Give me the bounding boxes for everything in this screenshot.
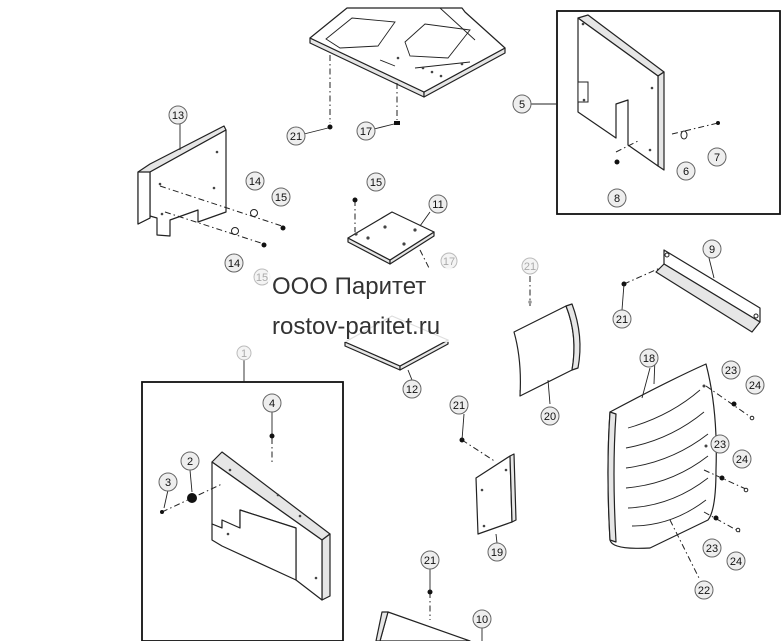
bolt-7 [716, 121, 720, 125]
callout-23b-label: 23 [714, 439, 726, 451]
callout-24a-label: 24 [749, 380, 761, 392]
callout-21b: 21 [521, 257, 539, 275]
callout-14a-label: 14 [249, 176, 261, 188]
watermark-background [268, 268, 496, 342]
callout-15b: 15 [366, 172, 386, 192]
rail-9 [655, 249, 761, 333]
callout-23a: 23 [721, 360, 741, 380]
callout-14b-label: 14 [228, 258, 240, 270]
callout-20: 20 [540, 406, 560, 426]
callout-15b-label: 15 [370, 177, 382, 189]
shield-18 [607, 363, 717, 549]
callout-4-label: 4 [269, 398, 275, 410]
callout-13-label: 13 [172, 110, 184, 122]
callout-2-label: 2 [187, 456, 193, 468]
callout-7: 7 [707, 147, 727, 167]
callout-21c: 21 [612, 309, 632, 329]
callout-10: 10 [472, 609, 492, 629]
bolt-21-top [327, 124, 333, 130]
callout-20-label: 20 [544, 411, 556, 423]
panel-13 [137, 125, 227, 237]
callout-6: 6 [676, 161, 696, 181]
rail-10 [375, 611, 471, 641]
callout-3-label: 3 [165, 477, 171, 489]
callout-24a: 24 [745, 375, 765, 395]
callout-17a-label: 17 [360, 126, 372, 138]
callout-24c-label: 24 [730, 556, 742, 568]
callout-23c: 23 [702, 538, 722, 558]
callout-19-label: 19 [491, 547, 503, 559]
callout-23a-label: 23 [725, 365, 737, 377]
callout-4: 4 [262, 393, 282, 413]
detail-frame-5 [556, 10, 781, 215]
callout-19: 19 [487, 542, 507, 562]
callout-22-label: 22 [698, 585, 710, 597]
panel-1 [211, 451, 331, 601]
callout-5-label: 5 [519, 99, 525, 111]
callout-23c-label: 23 [706, 543, 718, 555]
watermark-url: rostov-paritet.ru [272, 313, 440, 340]
callout-1-label: 1 [241, 348, 247, 360]
callout-9-label: 9 [709, 244, 715, 256]
callout-15a: 15 [271, 187, 291, 207]
callout-21a: 21 [286, 126, 306, 146]
callout-24b-label: 24 [736, 454, 748, 466]
callout-14b: 14 [224, 253, 244, 273]
callout-12: 12 [402, 379, 422, 399]
clip-17-top [394, 121, 400, 125]
callout-15c-label: 15 [256, 272, 268, 284]
callout-9: 9 [702, 239, 722, 259]
callout-15a-label: 15 [275, 192, 287, 204]
watermark-company: ООО Паритет [272, 273, 426, 300]
callout-21b-label: 21 [524, 261, 536, 273]
callout-15c: 15 [253, 268, 271, 286]
detail-frame-1 [141, 381, 344, 641]
callout-8: 8 [607, 188, 627, 208]
callout-24c: 24 [726, 551, 746, 571]
callout-8-label: 8 [614, 193, 620, 205]
callout-17b-label: 17 [443, 256, 455, 268]
callout-22: 22 [694, 580, 714, 600]
panel-5 [577, 14, 665, 171]
callout-18-label: 18 [643, 353, 655, 365]
callout-1: 1 [236, 345, 252, 361]
floor-plate-top [309, 7, 506, 98]
callout-7-label: 7 [714, 152, 720, 164]
callout-3: 3 [158, 472, 178, 492]
callout-17a: 17 [356, 121, 376, 141]
callout-13: 13 [168, 105, 188, 125]
callout-23b: 23 [710, 434, 730, 454]
callout-11-label: 11 [432, 199, 443, 211]
callout-2: 2 [180, 451, 200, 471]
plate-11 [347, 211, 435, 265]
bolt-8 [614, 159, 620, 165]
callout-24b: 24 [732, 449, 752, 469]
callout-12-label: 12 [406, 384, 418, 396]
callout-21a-label: 21 [290, 131, 302, 143]
callout-6-label: 6 [683, 166, 689, 178]
callout-5: 5 [512, 94, 532, 114]
callout-10-label: 10 [476, 614, 488, 626]
callout-14a: 14 [245, 171, 265, 191]
callout-21e: 21 [420, 550, 440, 570]
callout-21d-label: 21 [453, 400, 465, 412]
panel-20 [513, 303, 581, 397]
callout-11: 11 [428, 194, 448, 214]
callout-21e-label: 21 [424, 555, 436, 567]
callout-21d: 21 [449, 395, 469, 415]
panel-19 [475, 453, 517, 535]
callout-18: 18 [639, 348, 659, 368]
callout-17b: 17 [440, 252, 458, 270]
callout-21c-label: 21 [616, 314, 628, 326]
